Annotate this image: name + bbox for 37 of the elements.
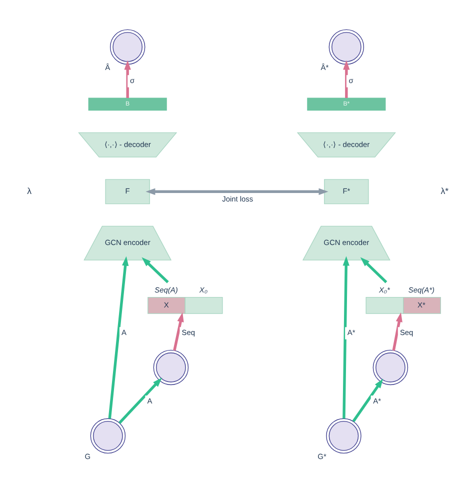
node-box: F* — [324, 178, 369, 204]
node-label: X₀* — [378, 284, 390, 294]
arrow — [142, 256, 169, 283]
arrow — [360, 256, 388, 283]
arrow — [342, 256, 350, 418]
picture — [328, 28, 364, 64]
edge-label: σ — [348, 76, 354, 85]
picture — [372, 349, 408, 385]
picture — [153, 349, 189, 385]
node-label: X₀ — [199, 284, 208, 294]
picture — [110, 28, 146, 64]
picture — [90, 418, 126, 453]
arrow — [108, 256, 129, 418]
node-label: Â — [105, 62, 110, 72]
edge-label: A — [121, 328, 126, 337]
node-label: G — [84, 452, 91, 461]
arrow — [124, 60, 131, 98]
arrow — [343, 60, 350, 98]
arrow — [118, 377, 162, 424]
node-box: F — [105, 178, 150, 204]
edge-label: Joint loss — [222, 194, 254, 204]
node-label: Â* — [320, 62, 329, 72]
label: λ — [27, 185, 32, 196]
label: λ* — [440, 185, 449, 196]
edge-label: A* — [347, 328, 356, 337]
node-label: Seq(A) — [154, 284, 178, 294]
node-label: Seq(A*) — [408, 284, 434, 294]
edge-label: σ — [130, 76, 135, 85]
node-label: G* — [318, 452, 326, 461]
edge-label: A* — [373, 396, 382, 406]
edge-label: Seq — [182, 328, 196, 337]
arrow — [146, 188, 328, 194]
arrow — [173, 312, 184, 350]
arrow — [392, 312, 402, 350]
picture — [326, 418, 362, 453]
edge-label: A — [147, 396, 152, 406]
edge-label: Seq — [400, 328, 414, 337]
